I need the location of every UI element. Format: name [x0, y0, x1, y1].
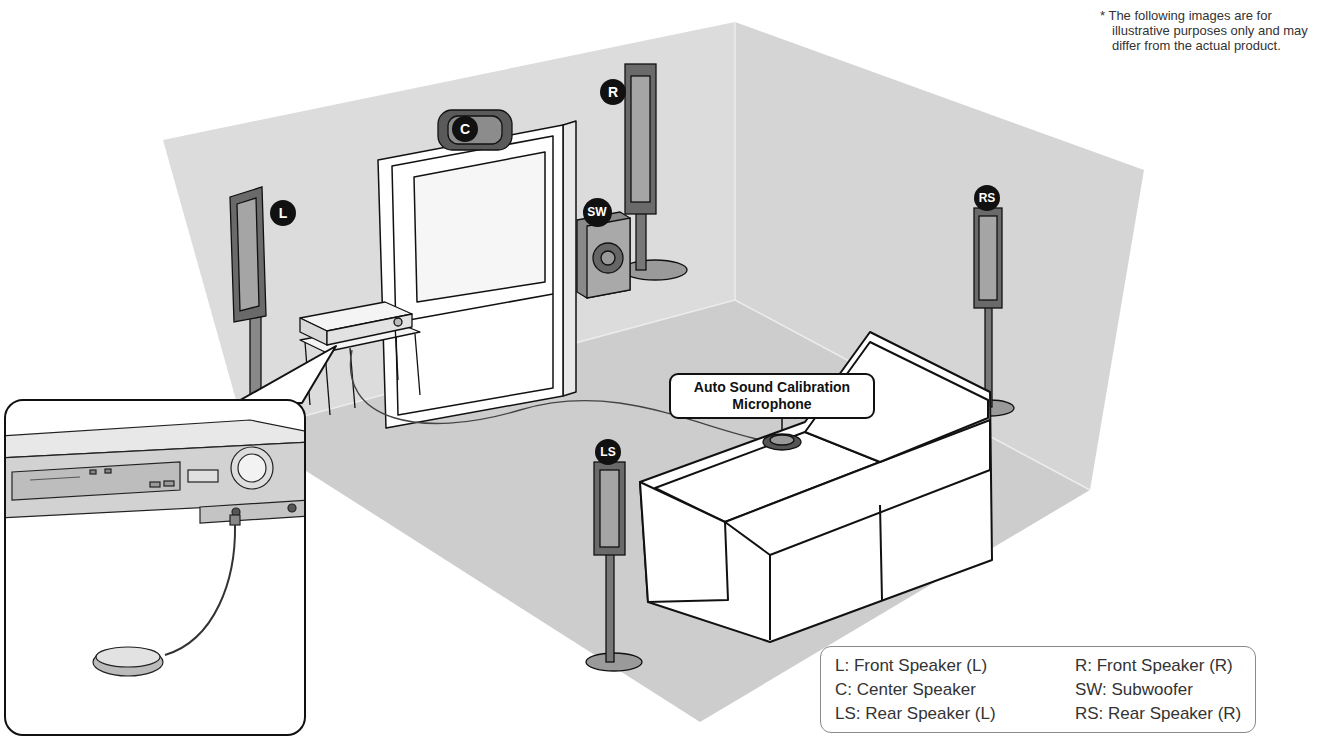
room-part	[245, 300, 1090, 722]
badge-letter: RS	[979, 192, 996, 204]
rear-left-speaker	[586, 462, 642, 671]
zoom-inset-part	[96, 647, 160, 667]
center-speaker	[438, 110, 512, 150]
room-part	[734, 22, 736, 300]
calibration-microphone-part	[763, 434, 801, 450]
sofa-part	[640, 332, 992, 642]
zoom-inset-part	[150, 482, 160, 487]
badge-letter: L	[279, 206, 288, 220]
legend-entry: C: Center Speaker	[835, 679, 1075, 700]
zoom-inset-part	[30, 477, 80, 480]
speaker-badge: RS	[974, 185, 1000, 211]
television-part	[563, 121, 576, 396]
badge-letter: C	[460, 122, 470, 136]
rear-left-speaker-part	[594, 462, 625, 555]
zoom-inset-part	[238, 454, 266, 482]
front-right-speaker-part	[623, 260, 687, 280]
zoom-inset-part	[200, 500, 304, 523]
center-speaker-part	[438, 110, 512, 150]
television-part	[392, 136, 553, 415]
speaker-badge: C	[452, 116, 478, 142]
front-left-speaker-part	[237, 198, 259, 311]
receiver-on-rack-part	[327, 314, 412, 345]
legend-entry: RS: Rear Speaker (R)	[1075, 703, 1241, 724]
front-left-speaker-part	[230, 187, 266, 322]
callout-box: Auto Sound Calibration Microphone	[669, 373, 875, 419]
front-right-speaker	[623, 64, 687, 280]
rear-right-speaker-part	[979, 216, 997, 300]
speaker-badge: SW	[583, 198, 612, 227]
leader-line	[781, 419, 783, 431]
receiver-on-rack-part	[415, 334, 420, 395]
zoom-inset-part	[105, 469, 111, 473]
zoom-inset-part	[230, 515, 240, 525]
speaker-badge: L	[270, 200, 296, 226]
zoom-inset-part	[93, 648, 163, 676]
badge-letter: R	[608, 85, 618, 99]
subwoofer-part	[587, 218, 630, 298]
front-right-speaker-part	[631, 76, 650, 202]
sofa-part	[769, 555, 771, 640]
calibration-microphone	[763, 434, 801, 450]
center-speaker-part	[448, 116, 502, 144]
television-part	[414, 152, 545, 302]
zoom-inset-part	[288, 504, 296, 512]
legend-entry: L: Front Speaker (L)	[835, 655, 1075, 676]
zoom-inset-part	[164, 481, 174, 486]
speaker-badge: R	[600, 79, 626, 105]
rear-left-speaker-part	[606, 552, 614, 662]
badge-letter: LS	[600, 446, 615, 458]
receiver-on-rack-part	[395, 324, 398, 380]
receiver-on-rack-part	[300, 318, 327, 345]
legend-entry: SW: Subwoofer	[1075, 679, 1241, 700]
badge-letter: SW	[587, 206, 606, 218]
zoom-inset-part	[6, 420, 304, 676]
zoom-inset	[0, 346, 336, 735]
front-right-speaker-part	[625, 64, 656, 214]
zoom-inset-part	[231, 447, 273, 489]
legend-box: L: Front Speaker (L)R: Front Speaker (R)…	[820, 646, 1256, 733]
subwoofer-part	[593, 243, 623, 273]
subwoofer-part	[601, 251, 615, 265]
zoom-inset-part	[12, 462, 180, 500]
front-right-speaker-part	[636, 210, 646, 270]
legend-entry: LS: Rear Speaker (L)	[835, 703, 1075, 724]
disclaimer-note: * The following images are for illustrat…	[1100, 8, 1326, 53]
television	[378, 121, 576, 428]
calibration-microphone-part	[770, 435, 794, 445]
zoom-inset-part	[90, 470, 96, 474]
zoom-inset-part	[188, 470, 218, 482]
zoom-inset-part	[235, 346, 336, 403]
sofa-part	[640, 482, 728, 602]
room	[163, 22, 1144, 722]
sofa	[640, 332, 992, 642]
television-part	[378, 125, 563, 428]
television-part	[398, 294, 553, 322]
legend-entry: R: Front Speaker (R)	[1075, 655, 1241, 676]
zoom-inset-part	[165, 525, 235, 655]
rear-right-speaker-part	[974, 208, 1002, 308]
sofa-part	[880, 505, 882, 600]
rear-left-speaker-part	[600, 470, 619, 547]
callout-text: Auto Sound Calibration Microphone	[681, 379, 863, 413]
receiver-on-rack-part	[394, 318, 402, 326]
speaker-badge: LS	[595, 439, 621, 465]
